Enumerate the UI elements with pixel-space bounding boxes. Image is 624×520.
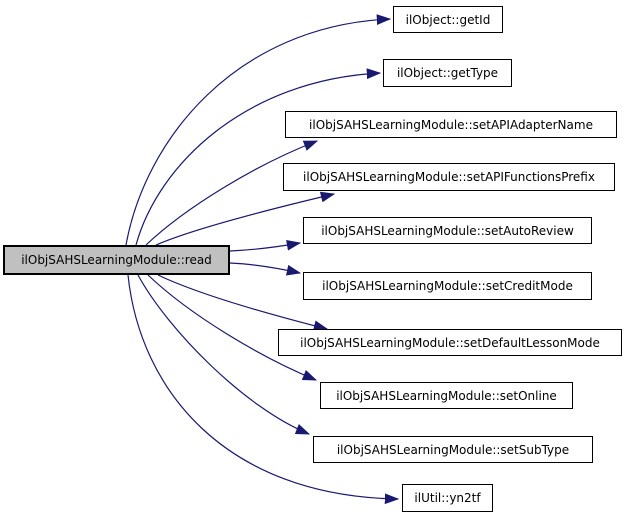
edge-read-to-getid xyxy=(125,14,392,246)
edge-read-to-yn2tf xyxy=(127,274,400,505)
edge-read-to-setdefaultlessonmode xyxy=(157,274,329,331)
edge-read-to-setcreditmode xyxy=(229,262,302,276)
edge-read-to-setonline xyxy=(147,274,318,381)
edge-read-to-setapifunctionsprefix xyxy=(155,191,336,246)
edge-read-to-setautoreview xyxy=(229,239,302,252)
node-yn2tf[interactable]: ilUtil::yn2tf xyxy=(402,484,493,512)
node-setcreditmode[interactable]: ilObjSAHSLearningModule::setCreditMode xyxy=(303,272,592,300)
node-getid[interactable]: ilObject::getId xyxy=(393,6,503,33)
node-setapifunctionsprefix[interactable]: ilObjSAHSLearningModule::setAPIFunctions… xyxy=(283,163,615,191)
node-setonline[interactable]: ilObjSAHSLearningModule::setOnline xyxy=(320,382,573,409)
node-setautoreview[interactable]: ilObjSAHSLearningModule::setAutoReview xyxy=(303,217,592,244)
node-setsubtype[interactable]: ilObjSAHSLearningModule::setSubType xyxy=(313,436,593,463)
node-setapiadaptername[interactable]: ilObjSAHSLearningModule::setAPIAdapterNa… xyxy=(285,111,617,138)
node-gettype[interactable]: ilObject::getType xyxy=(383,59,512,87)
node-setdefaultlessonmode[interactable]: ilObjSAHSLearningModule::setDefaultLesso… xyxy=(278,329,622,356)
edge-read-to-gettype xyxy=(135,68,382,246)
node-read: ilObjSAHSLearningModule::read xyxy=(3,245,230,275)
edge-read-to-setsubtype xyxy=(137,274,311,435)
edge-read-to-setapiadaptername xyxy=(145,140,319,246)
